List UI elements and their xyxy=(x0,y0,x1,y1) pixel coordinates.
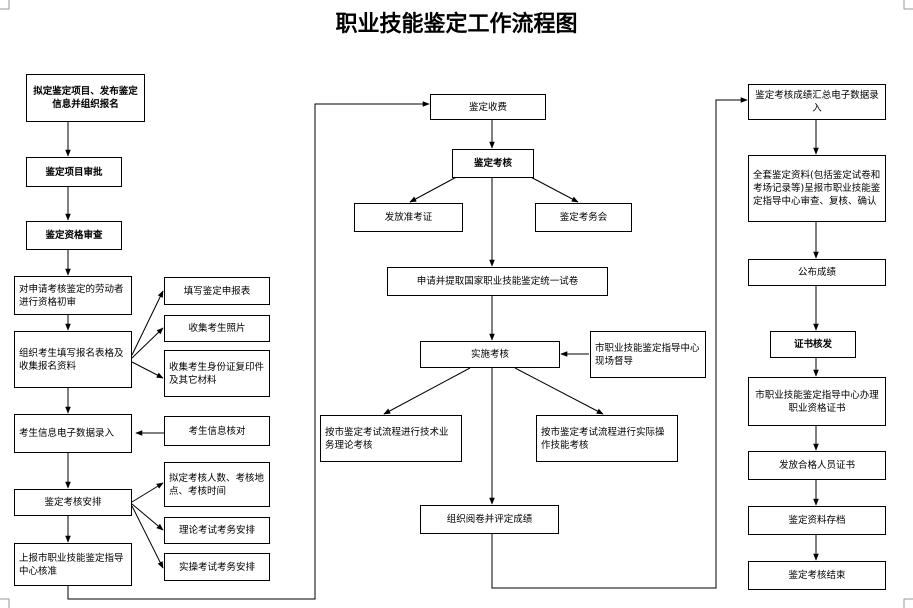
corner-mark xyxy=(0,598,10,608)
side-collect-id: 收集考生身份证复印件及其它材料 xyxy=(164,350,270,397)
connector xyxy=(131,482,164,503)
node-theory-exam: 按市鉴定考试流程进行技术业务理论考核 xyxy=(320,415,462,462)
node-score-summary: 鉴定考核成绩汇总电子数据录入 xyxy=(748,84,886,120)
connector xyxy=(524,173,579,203)
node-conduct-exam: 实施考核 xyxy=(420,341,560,368)
node-report-approval: 上报市职业技能鉴定指导中心核准 xyxy=(14,543,132,586)
node-process-certificate: 市职业技能鉴定指导中心办理职业资格证书 xyxy=(748,377,886,426)
corner-mark xyxy=(903,598,913,608)
connector xyxy=(514,367,604,415)
node-assessment: 鉴定考核 xyxy=(452,149,534,178)
corner-mark xyxy=(0,0,10,10)
side-fill-form: 填写鉴定申报表 xyxy=(164,277,270,305)
node-exam-arrangement: 鉴定考核安排 xyxy=(14,489,132,516)
connector xyxy=(67,101,430,600)
connector xyxy=(131,327,164,359)
connector xyxy=(131,503,164,531)
side-practical-affairs: 实操考试考务安排 xyxy=(164,553,270,581)
node-initial-review: 对申请考核鉴定的劳动者进行资格初审 xyxy=(14,276,132,315)
node-practical-exam: 按市鉴定考试流程进行实际操作技能考核 xyxy=(536,415,678,462)
node-certificate-issue: 证书核发 xyxy=(770,331,856,358)
page-title: 职业技能鉴定工作流程图 xyxy=(335,11,578,37)
node-submit-review: 全套鉴定资料(包括鉴定试卷和考场记录等)呈报市职业技能鉴定指导中心审查、复核、确… xyxy=(748,155,886,222)
side-info-check: 考生信息核对 xyxy=(164,416,270,446)
node-fee: 鉴定收费 xyxy=(430,94,546,120)
connector xyxy=(409,173,463,203)
node-archive: 鉴定资料存档 xyxy=(748,506,886,535)
side-theory-affairs: 理论考试考务安排 xyxy=(164,517,270,544)
node-fetch-papers: 申请并提取国家职业技能鉴定统一试卷 xyxy=(387,267,608,296)
node-grading: 组织阅卷并评定成绩 xyxy=(420,505,559,534)
side-collect-photos: 收集考生照片 xyxy=(164,315,270,342)
connector xyxy=(383,367,471,415)
node-onsite-supervision: 市职业技能鉴定指导中心现场督导 xyxy=(590,331,706,378)
node-data-entry: 考生信息电子数据录入 xyxy=(14,414,132,453)
connector xyxy=(131,290,164,356)
node-admission-ticket: 发放准考证 xyxy=(354,203,463,232)
connector xyxy=(131,361,164,379)
node-qualification-review: 鉴定资格审查 xyxy=(26,221,122,250)
node-publish-scores: 公布成绩 xyxy=(748,259,886,286)
side-plan-exam: 拟定考核人数、考核地点、考核时间 xyxy=(164,462,270,507)
connector xyxy=(491,97,748,589)
node-project-approval: 鉴定项目审批 xyxy=(26,157,122,187)
connector xyxy=(131,505,164,569)
node-end: 鉴定考核结束 xyxy=(748,561,886,590)
corner-mark xyxy=(903,0,913,10)
node-distribute-certificate: 发放合格人员证书 xyxy=(748,451,886,480)
node-affairs-meeting: 鉴定考务会 xyxy=(535,203,632,232)
node-registration-forms: 组织考生填写报名表格及收集报名资料 xyxy=(14,331,132,388)
node-project-publish: 拟定鉴定项目、发布鉴定信息并组织报名 xyxy=(26,74,145,122)
